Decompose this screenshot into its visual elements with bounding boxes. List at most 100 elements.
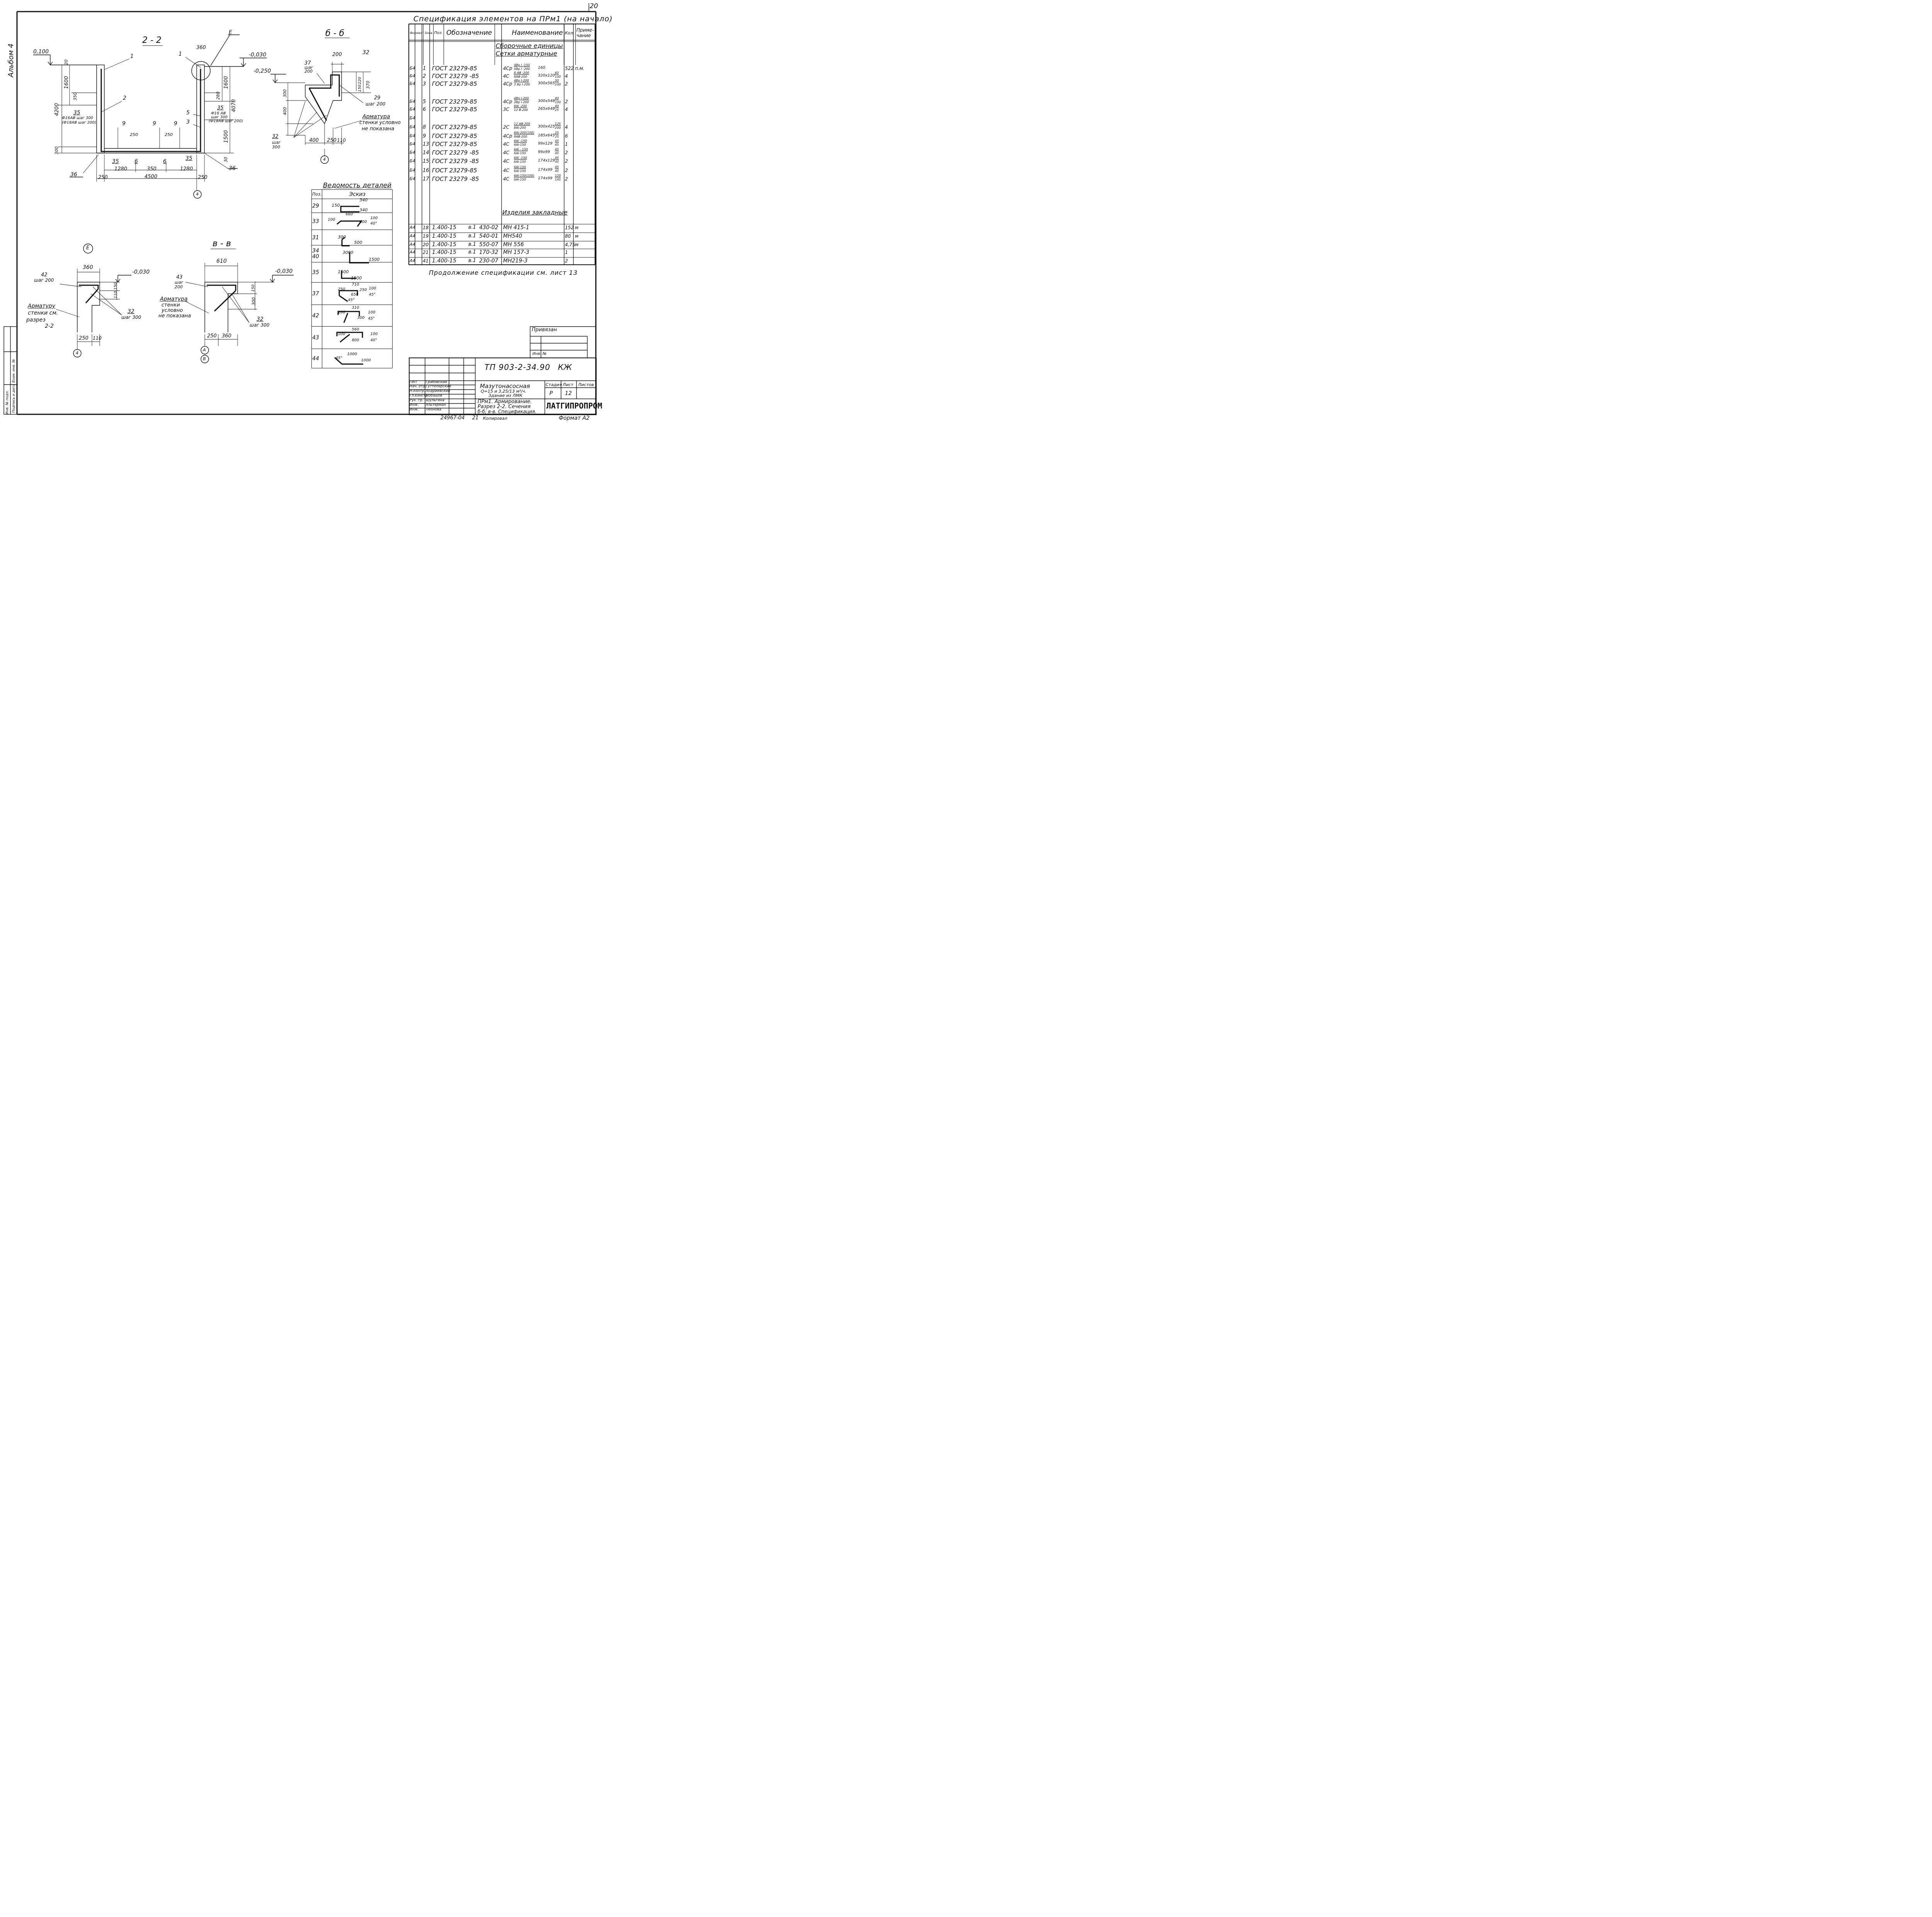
- bb-300-b: 300: [272, 145, 280, 150]
- section-2-2-title: 2 - 2: [142, 36, 162, 45]
- spec-row-frac-top: 6АI-150(100): [514, 174, 534, 177]
- rebar-note-left-1: Ф16АⅢ шаг 300: [62, 116, 94, 120]
- vv-250: 250: [207, 333, 217, 339]
- spec-row-frac-top: 6АI - 150: [514, 148, 528, 151]
- spec-row-format: Б4: [410, 124, 415, 129]
- det-pos-43: 43: [311, 326, 323, 349]
- spec-row-size: 320х120: [538, 73, 555, 78]
- stamp-mark: КЖ: [558, 363, 572, 372]
- spec-row-format: Б4: [410, 99, 415, 104]
- axis-b: В: [203, 356, 206, 361]
- e-level: -0,030: [132, 269, 150, 275]
- spec-h-designation: Обозначение: [443, 24, 495, 42]
- spec2-row-pos: 21: [423, 250, 429, 255]
- rebar-note-right-1: Ф16 АⅢ: [211, 111, 226, 116]
- bb-37: 37: [304, 60, 311, 66]
- spec-row-frac2-bot: 45: [555, 143, 559, 146]
- spec-row-frac2-bot: 100: [555, 100, 561, 104]
- level-top-left: 0,100: [33, 49, 49, 55]
- level-bb: -0,250: [253, 68, 271, 74]
- spec-row-size: 174х99: [538, 176, 553, 180]
- spec-row-format: Б4: [410, 107, 415, 112]
- stamp-title-1: ПРм1. Армирование.: [478, 399, 532, 405]
- pos-1-left: 1: [130, 53, 134, 60]
- spec-row-format: Б4: [410, 158, 415, 163]
- spec-row-designation: ГОСТ 23279 -85: [432, 149, 479, 156]
- spec-row-frac-bot: 6АI-150: [514, 160, 526, 163]
- det-37-b: 250: [338, 287, 345, 291]
- rebar-note-left-2: (Ф18АⅢ шаг 200): [62, 121, 96, 125]
- spec-row-frac2-bot: 45: [555, 160, 559, 163]
- spec2-row-issue: в.1: [468, 258, 476, 264]
- det-29-a: 150: [332, 203, 340, 208]
- spec-row-frac2-bot: 25: [555, 108, 559, 112]
- spec-row-frac2-bot: 145: [555, 178, 561, 181]
- spec-row-frac2-bot: 45: [555, 169, 559, 173]
- bb-shag-200-b: шаг 200: [366, 101, 386, 107]
- stamp-object3: Здание из ЛМК: [488, 393, 523, 398]
- spec-row-size: 174х99: [538, 168, 553, 172]
- spec-row-frac2-top: 45: [555, 139, 559, 143]
- spec-row-format: Б4: [410, 116, 415, 121]
- spec2-row-sheet: 230-07: [479, 258, 498, 264]
- spec2-row-format: А4: [410, 258, 415, 263]
- axis-4-s22: 4: [196, 192, 199, 197]
- spec2-row-pos: 19: [423, 233, 429, 239]
- det-33-d: 100: [370, 216, 378, 220]
- spec-row-frac2-top: 45: [555, 165, 559, 169]
- spec-row-frac2-top: 60: [555, 71, 559, 75]
- callout-e: E: [229, 29, 232, 36]
- bb-shag-200: 200: [304, 69, 313, 74]
- e-360: 360: [83, 264, 93, 271]
- spec2-row-issue: в.1: [468, 249, 476, 255]
- spec-row-qty: 2: [565, 158, 568, 164]
- stamp-object2: Q=15 и 3,25/13 м³/ч.: [481, 389, 527, 394]
- det-43-a: 560: [352, 327, 359, 332]
- spec-row-size: 300х565: [538, 81, 555, 85]
- spec-row-qty: 6: [565, 133, 568, 139]
- spec-continuation: Продолжение спецификации см. лист 13: [429, 269, 578, 276]
- spec-row-designation: ГОСТ 23279-85: [432, 65, 477, 72]
- spec-row-frac-bot: 6АI-150: [514, 169, 526, 173]
- spec-row-frac2-top: 50: [555, 79, 559, 82]
- binding-inv: Инв. №: [532, 352, 547, 356]
- details-header-pos: Поз.: [311, 189, 323, 199]
- spec-row-qty: 2: [565, 150, 568, 155]
- bb-shag: шаг: [304, 65, 313, 70]
- vv-360: 360: [222, 333, 231, 339]
- vv-shag-300: шаг 300: [250, 322, 270, 328]
- spec2-row-qty: 80: [565, 233, 571, 239]
- spec-row-qty: 2: [565, 99, 568, 104]
- bb-stenki: стенки условно: [359, 120, 401, 126]
- spec-row-frac2-top: 25: [555, 131, 559, 134]
- spec-row-frac-top: 6АI -150: [514, 139, 527, 143]
- stamp-object: Мазутонасосная: [480, 383, 530, 390]
- pos-6-a: 6: [134, 158, 138, 165]
- stamp-role: Инж.: [410, 403, 419, 407]
- spec-row-size: 300х548: [538, 99, 555, 103]
- pos-2: 2: [123, 95, 126, 101]
- stamp-person: Леонова: [426, 408, 442, 412]
- det-31-b: 500: [354, 240, 362, 245]
- bb-32-top: 32: [362, 49, 369, 56]
- spec-row-frac-top: 4Вр I-200: [514, 97, 529, 100]
- stamp-lines: [409, 326, 596, 414]
- spec-row-pos: 2: [423, 73, 426, 79]
- bb-200: 200: [332, 52, 342, 58]
- spec2-row-name: МН 415-1: [503, 225, 529, 231]
- stamp-role: Рук. гр.: [410, 398, 423, 402]
- spec-row-note: п.м.: [575, 66, 585, 71]
- stamp-sheet: 12: [565, 390, 572, 397]
- spec-row-frac-bot: 6АI-150: [514, 143, 526, 146]
- vv-ne-pokazana: не показана: [158, 313, 191, 319]
- spec2-row-qty: 152: [565, 225, 574, 230]
- spec-row-designation: ГОСТ 23279-85: [432, 80, 477, 87]
- spec-row-name: 4С: [503, 150, 510, 155]
- spec2-row-designation: 1.400-15: [432, 258, 456, 264]
- spec2-row-format: А4: [410, 233, 415, 238]
- spec-row-frac2-top: 40: [555, 104, 559, 108]
- spec-row-frac2-top: 40: [555, 97, 559, 100]
- stamp-person: Шульгина: [426, 398, 444, 402]
- vv-43: 43: [176, 274, 183, 280]
- det-44-b: 1000: [347, 352, 357, 356]
